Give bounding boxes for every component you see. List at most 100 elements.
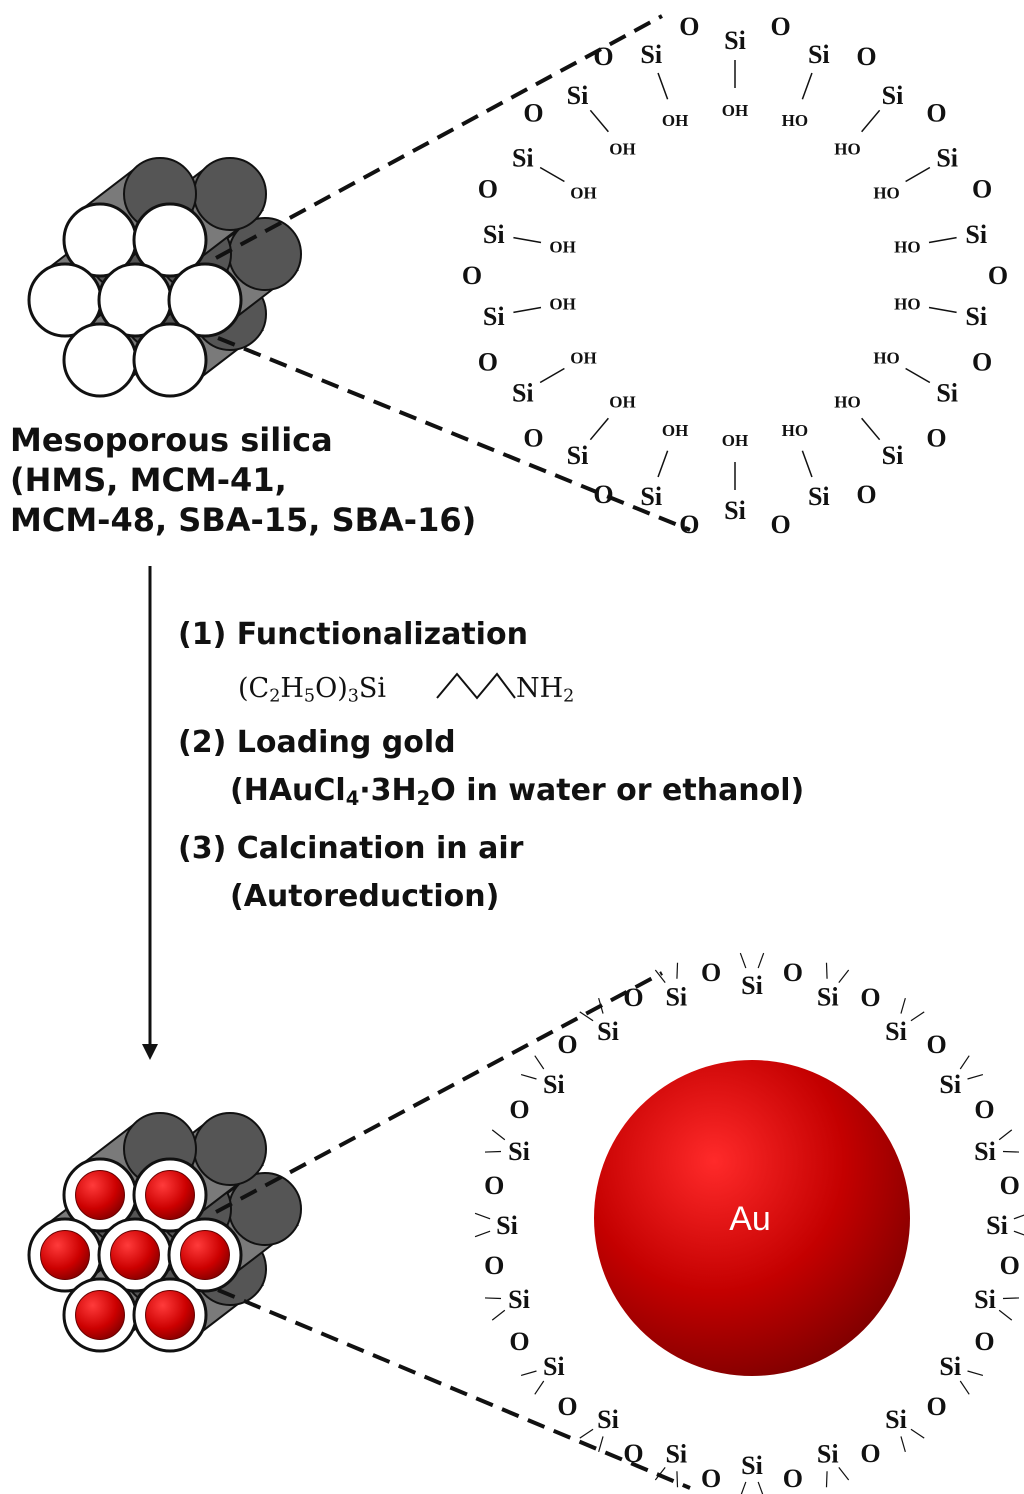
gold-label: Au	[729, 1200, 771, 1238]
zoom-lines-bottom	[215, 971, 691, 1490]
o-atom: O	[484, 1171, 504, 1200]
bond-stub	[491, 1309, 506, 1321]
si-atom: Si	[817, 1439, 839, 1468]
o-atom: O	[509, 1327, 529, 1356]
oh-bond	[589, 109, 609, 133]
bond-stub	[598, 1436, 604, 1453]
step-calcination-detail: (Autoreduction)	[230, 879, 500, 914]
si-atom: Si	[724, 496, 746, 525]
si-atom: Si	[496, 1211, 518, 1240]
oh-bond	[657, 450, 669, 478]
bond-stub	[757, 1481, 764, 1494]
si-atom: Si	[483, 220, 505, 249]
o-atom: O	[783, 958, 803, 987]
si-atom: Si	[640, 40, 662, 69]
gold-particle	[145, 1170, 195, 1220]
hydroxyl-group: OH	[609, 140, 635, 159]
hydroxyl-group: OH	[662, 421, 688, 440]
o-atom: O	[974, 1095, 994, 1124]
oh-bond	[861, 417, 881, 441]
oh-bond	[513, 306, 542, 314]
bond-stub	[598, 997, 604, 1014]
bond-stub	[959, 1055, 970, 1070]
bond-stub	[491, 1129, 506, 1141]
si-atom: Si	[885, 1017, 907, 1046]
si-atom: Si	[543, 1352, 565, 1381]
oh-bond	[539, 367, 565, 384]
o-atom: O	[462, 261, 482, 290]
step-functionalization: (1) Functionalization	[178, 617, 528, 652]
oh-bond	[801, 450, 813, 478]
si-atom: Si	[936, 379, 958, 408]
gold-particle	[145, 1290, 195, 1340]
gold-particle	[110, 1230, 160, 1280]
si-atom: Si	[724, 26, 746, 55]
o-atom: O	[478, 174, 498, 203]
bond-stub	[838, 1467, 850, 1481]
mesoporous-types-2: MCM-48, SBA-15, SBA-16)	[10, 501, 477, 539]
cylinder-back	[193, 157, 267, 231]
o-atom: O	[557, 1392, 577, 1421]
o-atom: O	[771, 12, 791, 41]
hydroxyl-group: OH	[722, 431, 748, 450]
o-atom: O	[974, 1327, 994, 1356]
hydroxyl-group: HO	[834, 392, 860, 411]
hydroxyl-group: OH	[570, 184, 596, 203]
o-atom: O	[860, 1439, 880, 1468]
hydroxyl-group: HO	[834, 140, 860, 159]
zoom-lines-top	[215, 14, 691, 532]
bond-stub	[579, 1011, 594, 1022]
si-atom: Si	[965, 302, 987, 331]
gold-particle	[180, 1230, 230, 1280]
o-atom: O	[926, 98, 946, 127]
si-atom: Si	[567, 81, 589, 110]
hydroxyl-group: OH	[609, 392, 635, 411]
si-atom: Si	[808, 482, 830, 511]
si-atom: Si	[817, 983, 839, 1012]
o-atom: O	[926, 1392, 946, 1421]
hydroxyl-group: HO	[894, 237, 920, 256]
gold-particle	[75, 1290, 125, 1340]
o-atom: O	[679, 510, 699, 539]
o-atom: O	[972, 348, 992, 377]
o-atom: O	[593, 480, 613, 509]
o-atom: O	[972, 174, 992, 203]
bond-stub	[900, 997, 906, 1014]
oh-bond	[513, 236, 542, 244]
oh-bond	[539, 166, 565, 183]
bond-stub	[967, 1370, 984, 1376]
bond-stub	[910, 1011, 925, 1022]
si-atom: Si	[882, 81, 904, 110]
o-atom: O	[484, 1251, 504, 1280]
si-atom: Si	[808, 40, 830, 69]
si-atom: Si	[974, 1137, 996, 1166]
propyl-chain-icon	[436, 672, 516, 700]
gold-nanoparticle: Au	[594, 1060, 910, 1376]
mesoporous-title: Mesoporous silica	[10, 421, 333, 459]
bond-stub	[959, 1380, 970, 1395]
bond-stub	[998, 1309, 1013, 1321]
aptes-formula: (C2H5O)3Si NH2	[178, 664, 804, 724]
pore-opening	[62, 322, 138, 398]
si-atom: Si	[665, 983, 687, 1012]
bond-stub	[825, 962, 828, 979]
bond-stub	[534, 1380, 545, 1395]
hydroxyl-group: OH	[570, 349, 596, 368]
hydroxyl-group: OH	[549, 295, 575, 314]
step-calcination: (3) Calcination in air	[178, 831, 524, 866]
bond-stub	[838, 969, 850, 983]
hydroxyl-group: OH	[549, 237, 575, 256]
o-atom: O	[783, 1464, 803, 1493]
mesoporous-bundle-empty	[27, 157, 302, 398]
si-atom: Si	[741, 971, 763, 1000]
oh-bond	[657, 72, 669, 100]
mesoporous-bundle-gold	[27, 1112, 302, 1353]
o-atom: O	[679, 12, 699, 41]
bond-stub	[520, 1370, 537, 1376]
bond-stub	[676, 962, 679, 979]
pore-opening	[167, 262, 243, 338]
o-atom: O	[926, 424, 946, 453]
o-atom: O	[1000, 1171, 1020, 1200]
bond-stub	[757, 952, 765, 969]
hydroxyl-group: HO	[894, 295, 920, 314]
